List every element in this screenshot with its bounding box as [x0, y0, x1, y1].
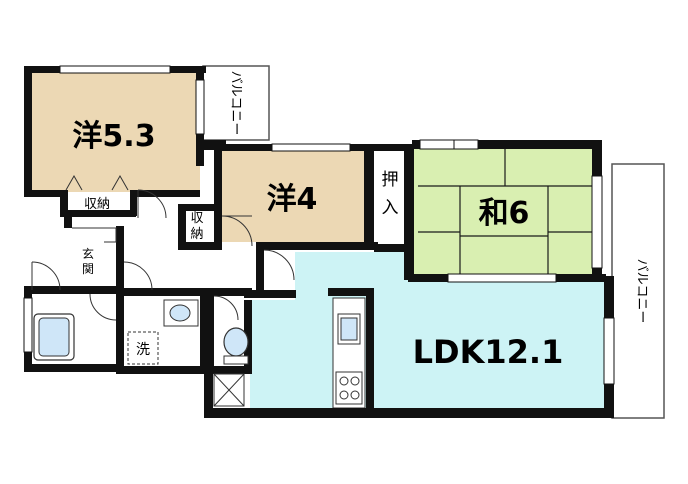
tatami-pattern: [418, 148, 592, 276]
stove: [335, 371, 363, 405]
label-balcony-right: バルコニー: [634, 259, 649, 324]
pipe-shaft: [213, 373, 245, 407]
room-western-2: [218, 150, 368, 242]
label-balcony-right-text: バルコニー: [634, 259, 649, 324]
room-western-1: [32, 72, 200, 192]
label-balcony-top: バルコニー: [228, 71, 243, 136]
label-storage-1: 収納: [84, 197, 110, 212]
door-swings: [31, 189, 295, 321]
toilet: [223, 327, 249, 365]
label-washer: 洗: [136, 342, 150, 358]
room-label-ldk: LDK12.1: [413, 333, 564, 371]
balcony-right: [611, 163, 665, 419]
windows: [23, 65, 615, 385]
washer-box: [127, 331, 159, 365]
label-balcony-top-text: バルコニー: [228, 71, 243, 136]
washbasin: [163, 299, 199, 327]
label-storage-2: 収納: [190, 211, 203, 242]
room-label-western-1: 洋5.3: [72, 119, 155, 154]
room-japanese: [408, 148, 592, 276]
balcony-top: [202, 65, 270, 141]
room-label-western-2: 洋4: [267, 182, 318, 217]
closet-doors: [65, 174, 129, 191]
label-entrance: 玄関: [82, 246, 94, 276]
label-oshiire: 押入: [382, 170, 399, 218]
kitchen-sink: [337, 313, 361, 345]
room-label-japanese: 和6: [479, 196, 530, 231]
bathtub: [33, 313, 75, 361]
